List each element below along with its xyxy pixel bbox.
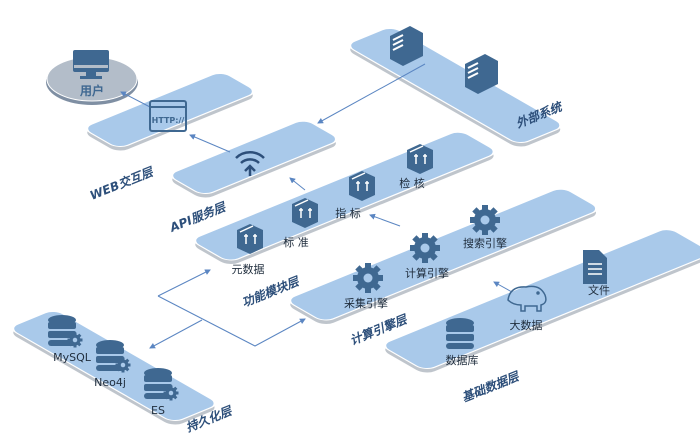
base-database: 数据库 bbox=[446, 353, 479, 367]
base-layer-label: 基础数据层 bbox=[460, 369, 523, 405]
slab-web bbox=[86, 73, 254, 151]
engine-collect: 采集引擎 bbox=[344, 296, 388, 310]
engine-compute: 计算引擎 bbox=[405, 266, 449, 280]
base-bigdata: 大数据 bbox=[510, 318, 543, 332]
persist-es: ES bbox=[151, 404, 165, 417]
module-check: 检 核 bbox=[399, 176, 425, 190]
box-icon-indicator bbox=[348, 170, 376, 202]
connector-lines bbox=[120, 63, 513, 349]
svg-text:HTTP://: HTTP:// bbox=[152, 116, 185, 125]
elephant-icon bbox=[507, 285, 547, 312]
box-icon-check bbox=[406, 143, 434, 175]
gear-icon-collect bbox=[353, 263, 383, 293]
http-icon: HTTP:// bbox=[149, 100, 187, 132]
monitor-icon bbox=[73, 50, 109, 79]
gear-icon-search bbox=[470, 205, 500, 235]
module-metadata: 元数据 bbox=[232, 262, 265, 276]
gear-icon-compute bbox=[410, 233, 440, 263]
engine-search: 搜索引擎 bbox=[463, 236, 507, 250]
persist-mysql: MySQL bbox=[53, 351, 92, 364]
slab-api bbox=[171, 120, 337, 198]
web-layer-label: WEB交互层 bbox=[88, 164, 157, 203]
wifi-icon bbox=[235, 151, 265, 176]
file-icon bbox=[583, 250, 607, 284]
module-standard: 标 准 bbox=[283, 235, 309, 249]
box-icon-standard bbox=[291, 197, 319, 229]
user-label: 用户 bbox=[79, 83, 104, 98]
base-file: 文件 bbox=[588, 283, 610, 297]
module-indicator: 指 标 bbox=[335, 206, 361, 220]
user-node: 用户 bbox=[46, 50, 138, 105]
box-icon-metadata bbox=[236, 223, 264, 255]
slab-external bbox=[349, 28, 562, 147]
persist-neo4j: Neo4j bbox=[94, 376, 126, 389]
